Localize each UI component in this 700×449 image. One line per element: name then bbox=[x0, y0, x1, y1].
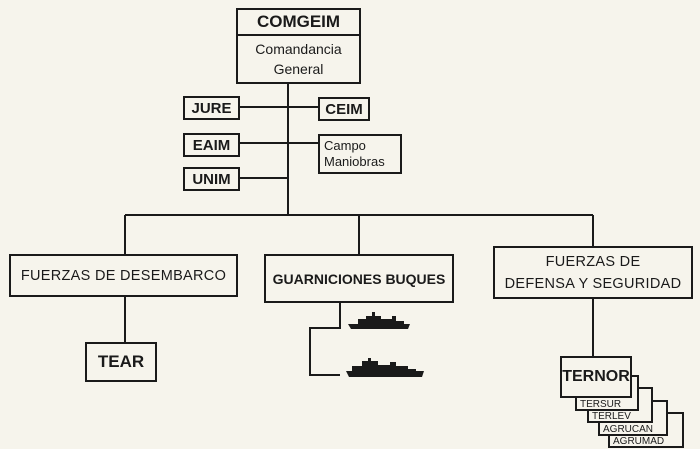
terlev-label: TERLEV bbox=[592, 411, 631, 422]
maniobras-label: Maniobras bbox=[324, 154, 385, 169]
ship-silhouette-icon bbox=[346, 358, 424, 377]
fuerzas-desembarco-box: FUERZAS DE DESEMBARCO bbox=[9, 254, 238, 297]
fuerzas-defensa-box: FUERZAS DE DEFENSA Y SEGURIDAD bbox=[493, 246, 693, 299]
ceim-box: CEIM bbox=[318, 97, 370, 121]
eaim-label: EAIM bbox=[192, 136, 231, 154]
guarniciones-buques-box: GUARNICIONES BUQUES bbox=[264, 254, 454, 303]
ceim-label: CEIM bbox=[325, 100, 363, 118]
ship-silhouette-icon bbox=[348, 312, 410, 329]
comgeim-title-box: COMGEIM bbox=[236, 8, 361, 36]
tear-box: TEAR bbox=[85, 342, 157, 382]
comandancia-label: Comandancia bbox=[255, 41, 342, 57]
eaim-box: EAIM bbox=[183, 133, 240, 157]
general-label: General bbox=[273, 61, 324, 77]
fuerzas-de-label: FUERZAS DE bbox=[545, 253, 641, 270]
unim-label: UNIM bbox=[192, 170, 231, 188]
bracket-ships bbox=[309, 303, 341, 376]
fuerzas-desembarco-label: FUERZAS DE DESEMBARCO bbox=[20, 267, 227, 284]
agrumad-label: AGRUMAD bbox=[613, 436, 665, 447]
comgeim-label: COMGEIM bbox=[256, 12, 341, 31]
jure-label: JURE bbox=[191, 99, 232, 117]
tear-label: TEAR bbox=[97, 352, 145, 371]
ternor-label: TERNOR bbox=[562, 368, 630, 385]
jure-box: JURE bbox=[183, 96, 240, 120]
agrucan-label: AGRUCAN bbox=[603, 424, 654, 435]
tersur-label: TERSUR bbox=[580, 399, 622, 410]
guarniciones-buques-label: GUARNICIONES BUQUES bbox=[272, 270, 446, 287]
ternor-box: TERNOR bbox=[560, 356, 632, 398]
unim-box: UNIM bbox=[183, 167, 240, 191]
campo-label: Campo bbox=[324, 138, 366, 153]
comandancia-general-box: Comandancia General bbox=[236, 34, 361, 84]
campo-maniobras-box: Campo Maniobras bbox=[318, 134, 402, 174]
defensa-seguridad-label: DEFENSA Y SEGURIDAD bbox=[504, 275, 682, 292]
